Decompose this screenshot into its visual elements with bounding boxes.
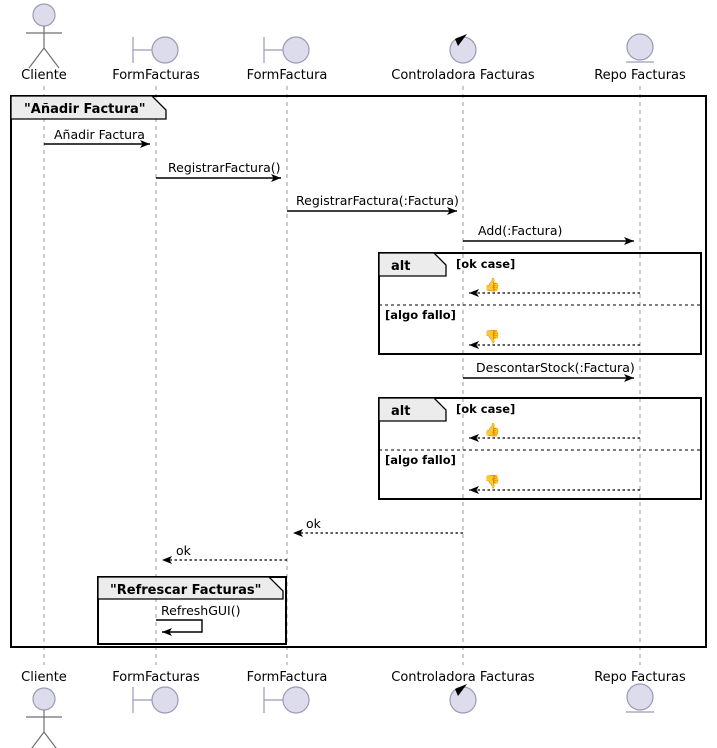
uml-control-icon (449, 684, 477, 714)
message-label-m8: 👍 (484, 422, 500, 438)
outer-frame-title: "Añadir Factura" (24, 102, 146, 117)
message-ok-formfactura-formfacturas: ok (162, 543, 287, 564)
participant-repo-top[interactable]: Repo Facturas (594, 33, 686, 83)
message-label-m1: Añadir Factura (54, 127, 145, 142)
participant-label-controladora-top: Controladora Facturas (391, 68, 535, 83)
participant-controladora-top[interactable]: Controladora Facturas (391, 34, 535, 83)
message-label-m6: 👎 (484, 329, 500, 345)
alt-fragment-1: alt [ok case] 👍 [algo fallo] 👎 (378, 252, 702, 355)
fragment-refrescar-facturas: "Refrescar Facturas" RefreshGUI() (97, 576, 287, 645)
alt-fragment-2: alt [ok case] 👍 [algo fallo] 👎 (378, 397, 702, 500)
actor-stick-figure-icon (26, 3, 62, 69)
message-ok-controladora-formfactura: ok (293, 516, 463, 537)
alt-guard-ok-2: [ok case] (456, 402, 515, 416)
uml-boundary-icon (263, 36, 310, 64)
message-descontarstock: DescontarStock(:Factura) (463, 360, 635, 382)
message-thumbs-up-2: 👍 (469, 422, 640, 442)
participant-header-row-bottom: Cliente FormFacturas (21, 670, 686, 748)
participant-label-formfacturas-top: FormFacturas (112, 68, 200, 83)
participant-cliente-bottom[interactable]: Cliente (21, 670, 67, 748)
uml-boundary-icon (132, 686, 179, 714)
self-message-label: RefreshGUI() (161, 603, 240, 618)
participant-formfacturas-bottom[interactable]: FormFacturas (112, 670, 200, 714)
participant-controladora-bottom[interactable]: Controladora Facturas (391, 670, 535, 714)
message-label-m10: ok (306, 516, 322, 531)
participant-label-formfactura-top: FormFactura (247, 68, 328, 83)
participant-label-formfactura-bottom: FormFactura (247, 670, 328, 685)
participant-label-repo-bottom: Repo Facturas (594, 670, 686, 685)
participant-cliente-top[interactable]: Cliente (21, 3, 67, 83)
uml-entity-icon (626, 683, 654, 713)
alt-guard-ok-1: [ok case] (456, 257, 515, 271)
message-label-m3: RegistrarFactura(:Factura) (296, 193, 459, 208)
message-label-m4: Add(:Factura) (478, 223, 562, 238)
uml-control-icon (449, 34, 477, 64)
participant-label-formfacturas-bottom: FormFacturas (112, 670, 200, 685)
message-registrarfactura-factura: RegistrarFactura(:Factura) (287, 193, 459, 215)
participant-formfactura-top[interactable]: FormFactura (247, 36, 328, 83)
participant-label-cliente-top: Cliente (21, 68, 67, 83)
alt-guard-fail-2: [algo fallo] (385, 453, 456, 467)
message-add-factura: Add(:Factura) (463, 223, 634, 245)
participant-label-controladora-bottom: Controladora Facturas (391, 670, 535, 685)
message-anadir-factura: Añadir Factura (44, 127, 150, 148)
message-label-m9: 👎 (484, 474, 500, 490)
refrescar-fragment-title: "Refrescar Facturas" (110, 583, 261, 598)
participant-header-row-top: Cliente FormFacturas FormFactura (21, 3, 686, 83)
outer-frame-anadir-factura: "Añadir Factura" (10, 95, 707, 648)
message-label-m7: DescontarStock(:Factura) (476, 360, 635, 375)
alt-operator-label-2: alt (391, 404, 410, 419)
message-label-m5: 👍 (484, 277, 500, 293)
participant-label-repo-top: Repo Facturas (594, 68, 686, 83)
message-thumbs-down-1: 👎 (469, 329, 640, 349)
message-thumbs-down-2: 👎 (469, 474, 640, 494)
participant-repo-bottom[interactable]: Repo Facturas (594, 670, 686, 713)
message-label-m2: RegistrarFactura() (168, 160, 281, 175)
uml-entity-icon (626, 33, 654, 63)
participant-label-cliente-bottom: Cliente (21, 670, 67, 685)
uml-boundary-icon (132, 36, 179, 64)
participant-formfactura-bottom[interactable]: FormFactura (247, 670, 328, 714)
alt-operator-label-1: alt (391, 259, 410, 274)
message-registrarfactura: RegistrarFactura() (156, 160, 281, 182)
actor-stick-figure-icon (26, 687, 62, 748)
lifelines-group (43, 86, 641, 665)
self-message-refreshgui: RefreshGUI() (156, 603, 240, 636)
uml-boundary-icon (263, 686, 310, 714)
message-label-m11: ok (176, 543, 192, 558)
message-thumbs-up-1: 👍 (469, 277, 640, 297)
participant-formfacturas-top[interactable]: FormFacturas (112, 36, 200, 83)
alt-guard-fail-1: [algo fallo] (385, 308, 456, 322)
